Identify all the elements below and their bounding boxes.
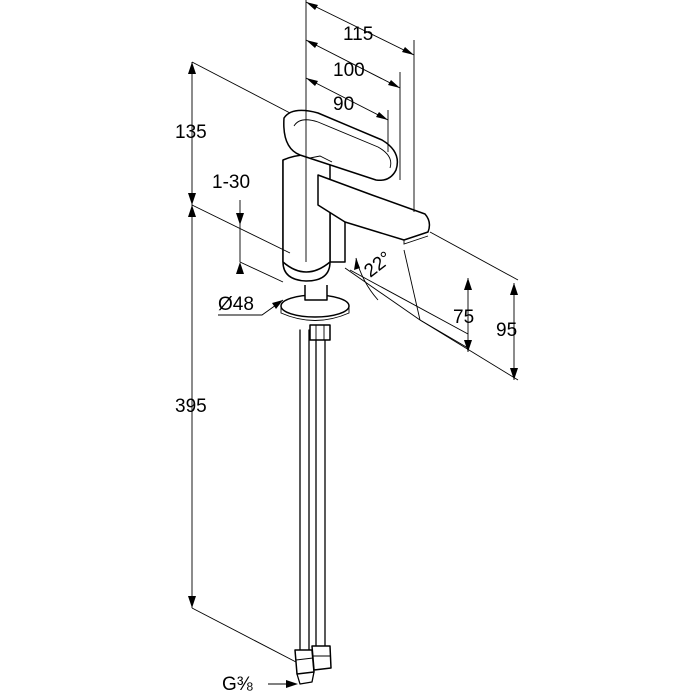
extension-lines	[191, 61, 519, 663]
dimension-100	[305, 39, 401, 180]
dimension-115	[305, 1, 415, 212]
thread-label-fraction: ⅜	[237, 674, 253, 695]
dimension-angle-22-label: 22°	[360, 248, 396, 282]
dimension-100-label: 100	[333, 60, 365, 81]
dimension-1-30-label: 1-30	[212, 172, 250, 193]
dimension-95-label: 95	[496, 320, 517, 341]
thread-callout	[268, 680, 298, 688]
dimension-angle-22	[354, 257, 379, 301]
dimension-diameter-48	[218, 299, 284, 316]
dimension-95	[510, 283, 518, 380]
dimension-135	[188, 62, 196, 205]
dimension-115-label: 115	[343, 24, 373, 45]
dimension-90	[305, 77, 389, 152]
faucet-body	[280, 109, 431, 685]
dimension-90-label: 90	[333, 94, 354, 115]
dimension-75	[464, 278, 472, 352]
dimension-135-label: 135	[175, 122, 207, 143]
dimension-1-30	[236, 200, 244, 274]
thread-label-g: G	[222, 674, 237, 695]
dimension-395	[188, 205, 196, 608]
dimension-75-label: 75	[453, 307, 474, 328]
thread-label: G⅜	[222, 674, 253, 695]
dimension-diameter-48-label: Ø48	[218, 294, 254, 315]
dimension-395-label: 395	[175, 396, 207, 417]
